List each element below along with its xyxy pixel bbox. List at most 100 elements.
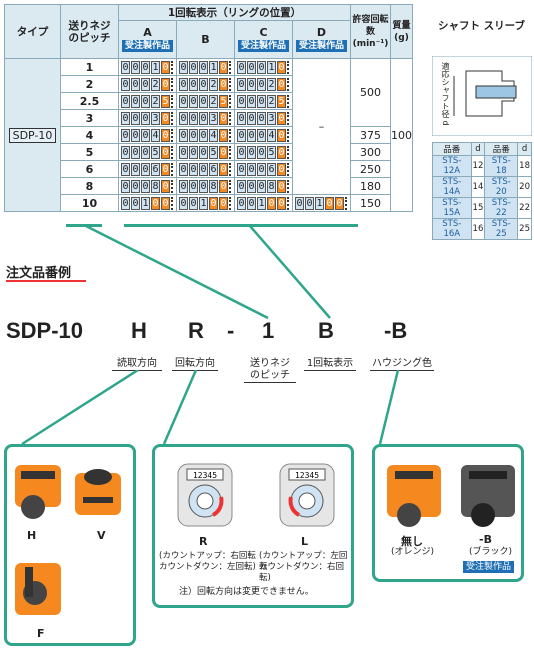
- rpm-cell: 500: [350, 58, 391, 127]
- type-cell: SDP-10: [4, 58, 61, 212]
- label-black: (ブラック): [469, 547, 513, 557]
- connector-lines: [85, 224, 331, 320]
- rpm-cell: 300: [350, 143, 391, 161]
- pitch-cell: 1: [60, 58, 119, 76]
- label-r: R: [199, 535, 208, 548]
- panel-rotation: 12345 12345 R L (カウントアップ：右回転 カウントダウン：左回転…: [152, 444, 354, 608]
- rpm-cell: 250: [350, 160, 391, 178]
- code-display: B: [318, 318, 334, 343]
- label-f: F: [37, 627, 45, 640]
- code-rotation: R: [188, 318, 204, 343]
- custom-order-badge: 受注製作品: [121, 40, 173, 52]
- pitch-cell: 2: [60, 75, 119, 93]
- panel-connectors: [21, 370, 400, 446]
- pitch-cell: 8: [60, 177, 119, 195]
- caption-color: ハウジング色: [370, 358, 434, 371]
- panel-read-direction: H V F: [4, 444, 136, 646]
- mass-header: 質量(g): [390, 4, 413, 59]
- caption-pitch: 送りネジ のピッチ: [244, 358, 296, 383]
- label-orange: (オレンジ): [391, 547, 435, 557]
- pitch-header: 送りネジ のピッチ: [60, 4, 119, 59]
- label-standard: 無し: [401, 535, 423, 548]
- col-d-dash: –: [292, 58, 351, 195]
- unit-v-image: [75, 469, 121, 515]
- pitch-cell: 2.5: [60, 92, 119, 110]
- pitch-cell: 5: [60, 143, 119, 161]
- l-note-1: (カウントアップ：左回転: [259, 551, 348, 572]
- order-example-title: 注文品番例: [6, 262, 87, 282]
- code-dash: -: [227, 318, 235, 343]
- rpm-cell: 180: [350, 177, 391, 195]
- rotation-note: 注）回転方向は変更できません。: [179, 587, 314, 597]
- pitch-cell: 6: [60, 160, 119, 178]
- shaft-axis-label: 適応シャフト径 d: [441, 62, 450, 126]
- black-unit-image: [461, 465, 515, 527]
- rpm-cell: 375: [350, 126, 391, 144]
- custom-order-badge: 受注製作品: [463, 561, 515, 573]
- dial-l-image: 12345: [279, 463, 335, 527]
- display-col-b: B: [176, 20, 235, 59]
- mass-cell: 100: [390, 58, 413, 212]
- label-l: L: [301, 535, 309, 548]
- shaft-diagram: [432, 56, 532, 136]
- code-color: -B: [384, 318, 408, 343]
- rpm-header: 許容回転数(min⁻¹): [350, 4, 391, 59]
- pitch-cell: 3: [60, 109, 119, 127]
- orange-unit-image: [387, 465, 441, 527]
- l-note-2: カウントダウン：右回転): [259, 562, 345, 583]
- bracket-display: [124, 224, 358, 227]
- shaft-header: シャフト スリーブ: [438, 20, 526, 32]
- spec-table: タイプ 送りネジ のピッチ 1回転表示（リングの位置） 許容回転数(min⁻¹)…: [4, 4, 413, 212]
- unit-h-image: [15, 465, 61, 519]
- code-pitch: 1: [262, 318, 275, 343]
- dial-r-counter: 12345: [193, 471, 217, 480]
- unit-f-image: [15, 563, 61, 615]
- rpm-cell: 150: [350, 194, 391, 212]
- display-header: 1回転表示（リングの位置）: [118, 4, 351, 21]
- bracket-pitch: [66, 224, 102, 227]
- r-note-2: カウントダウン：左回転): [159, 562, 256, 572]
